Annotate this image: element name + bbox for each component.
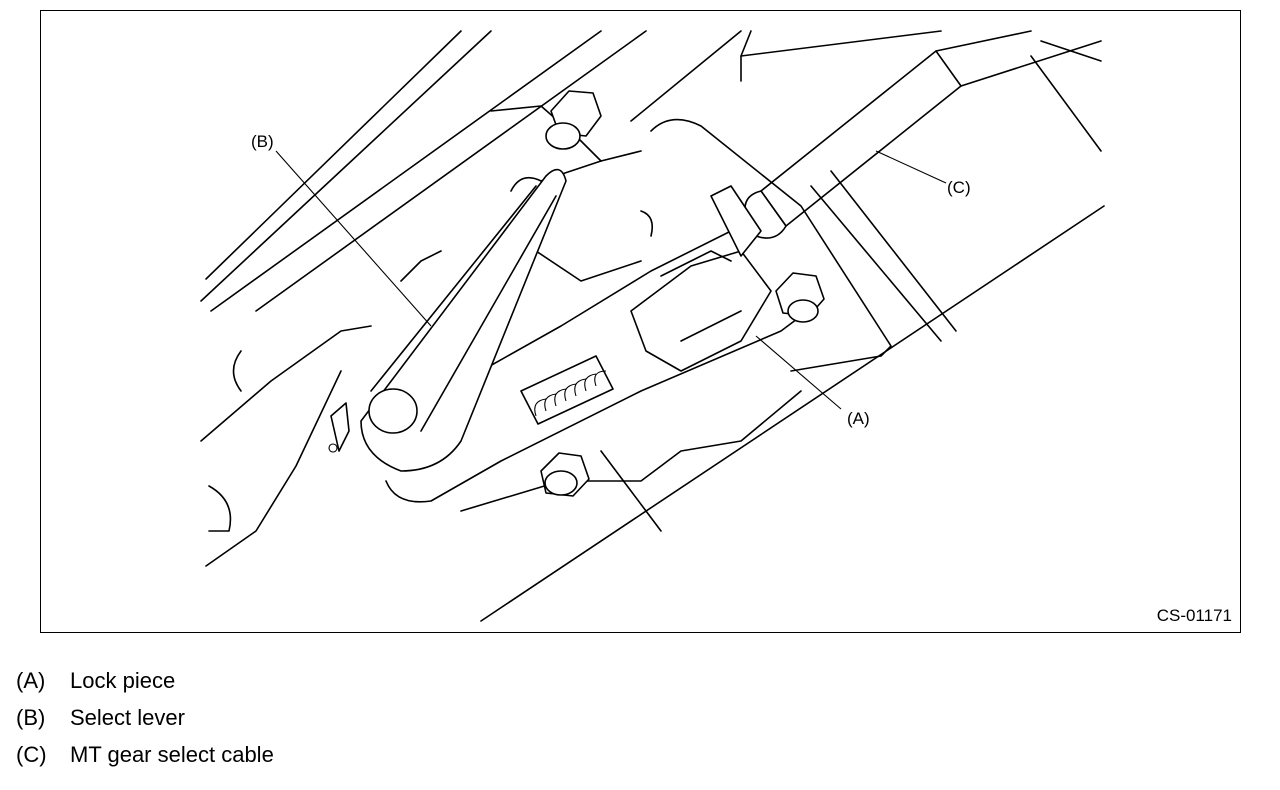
transmission-linework: [200, 30, 1105, 622]
select-cable: [740, 30, 1102, 342]
legend-key: (C): [16, 741, 47, 767]
legend-item: (C) MT gear select cable: [16, 736, 274, 773]
legend: (A) Lock piece (B) Select lever (C) MT g…: [16, 662, 274, 773]
leader-line-a: [755, 335, 842, 410]
legend-key: (A): [16, 667, 46, 693]
leader-line-c: [875, 150, 947, 184]
legend-item: (A) Lock piece: [16, 662, 274, 699]
figure-id: CS-01171: [1156, 606, 1232, 625]
callout-b: (B): [251, 132, 274, 151]
legend-key: (B): [16, 704, 46, 730]
legend-label: Select lever: [70, 704, 185, 730]
leader-line-b: [275, 150, 432, 327]
legend-label: Lock piece: [70, 667, 176, 693]
leader-lines: [275, 150, 947, 410]
legend-item: (B) Select lever: [16, 699, 274, 736]
lock-piece: [630, 185, 772, 372]
callout-c: (C): [947, 178, 971, 197]
nuts: [540, 90, 825, 497]
housing-upper-lines: [200, 30, 1105, 622]
left-bracket: [200, 325, 372, 567]
select-lever: [360, 168, 567, 472]
callout-a: (A): [847, 409, 870, 428]
legend-label: MT gear select cable: [70, 741, 274, 767]
diagram-figure: (B) (C) (A) CS-01171: [40, 10, 1241, 633]
spring: [520, 355, 614, 425]
